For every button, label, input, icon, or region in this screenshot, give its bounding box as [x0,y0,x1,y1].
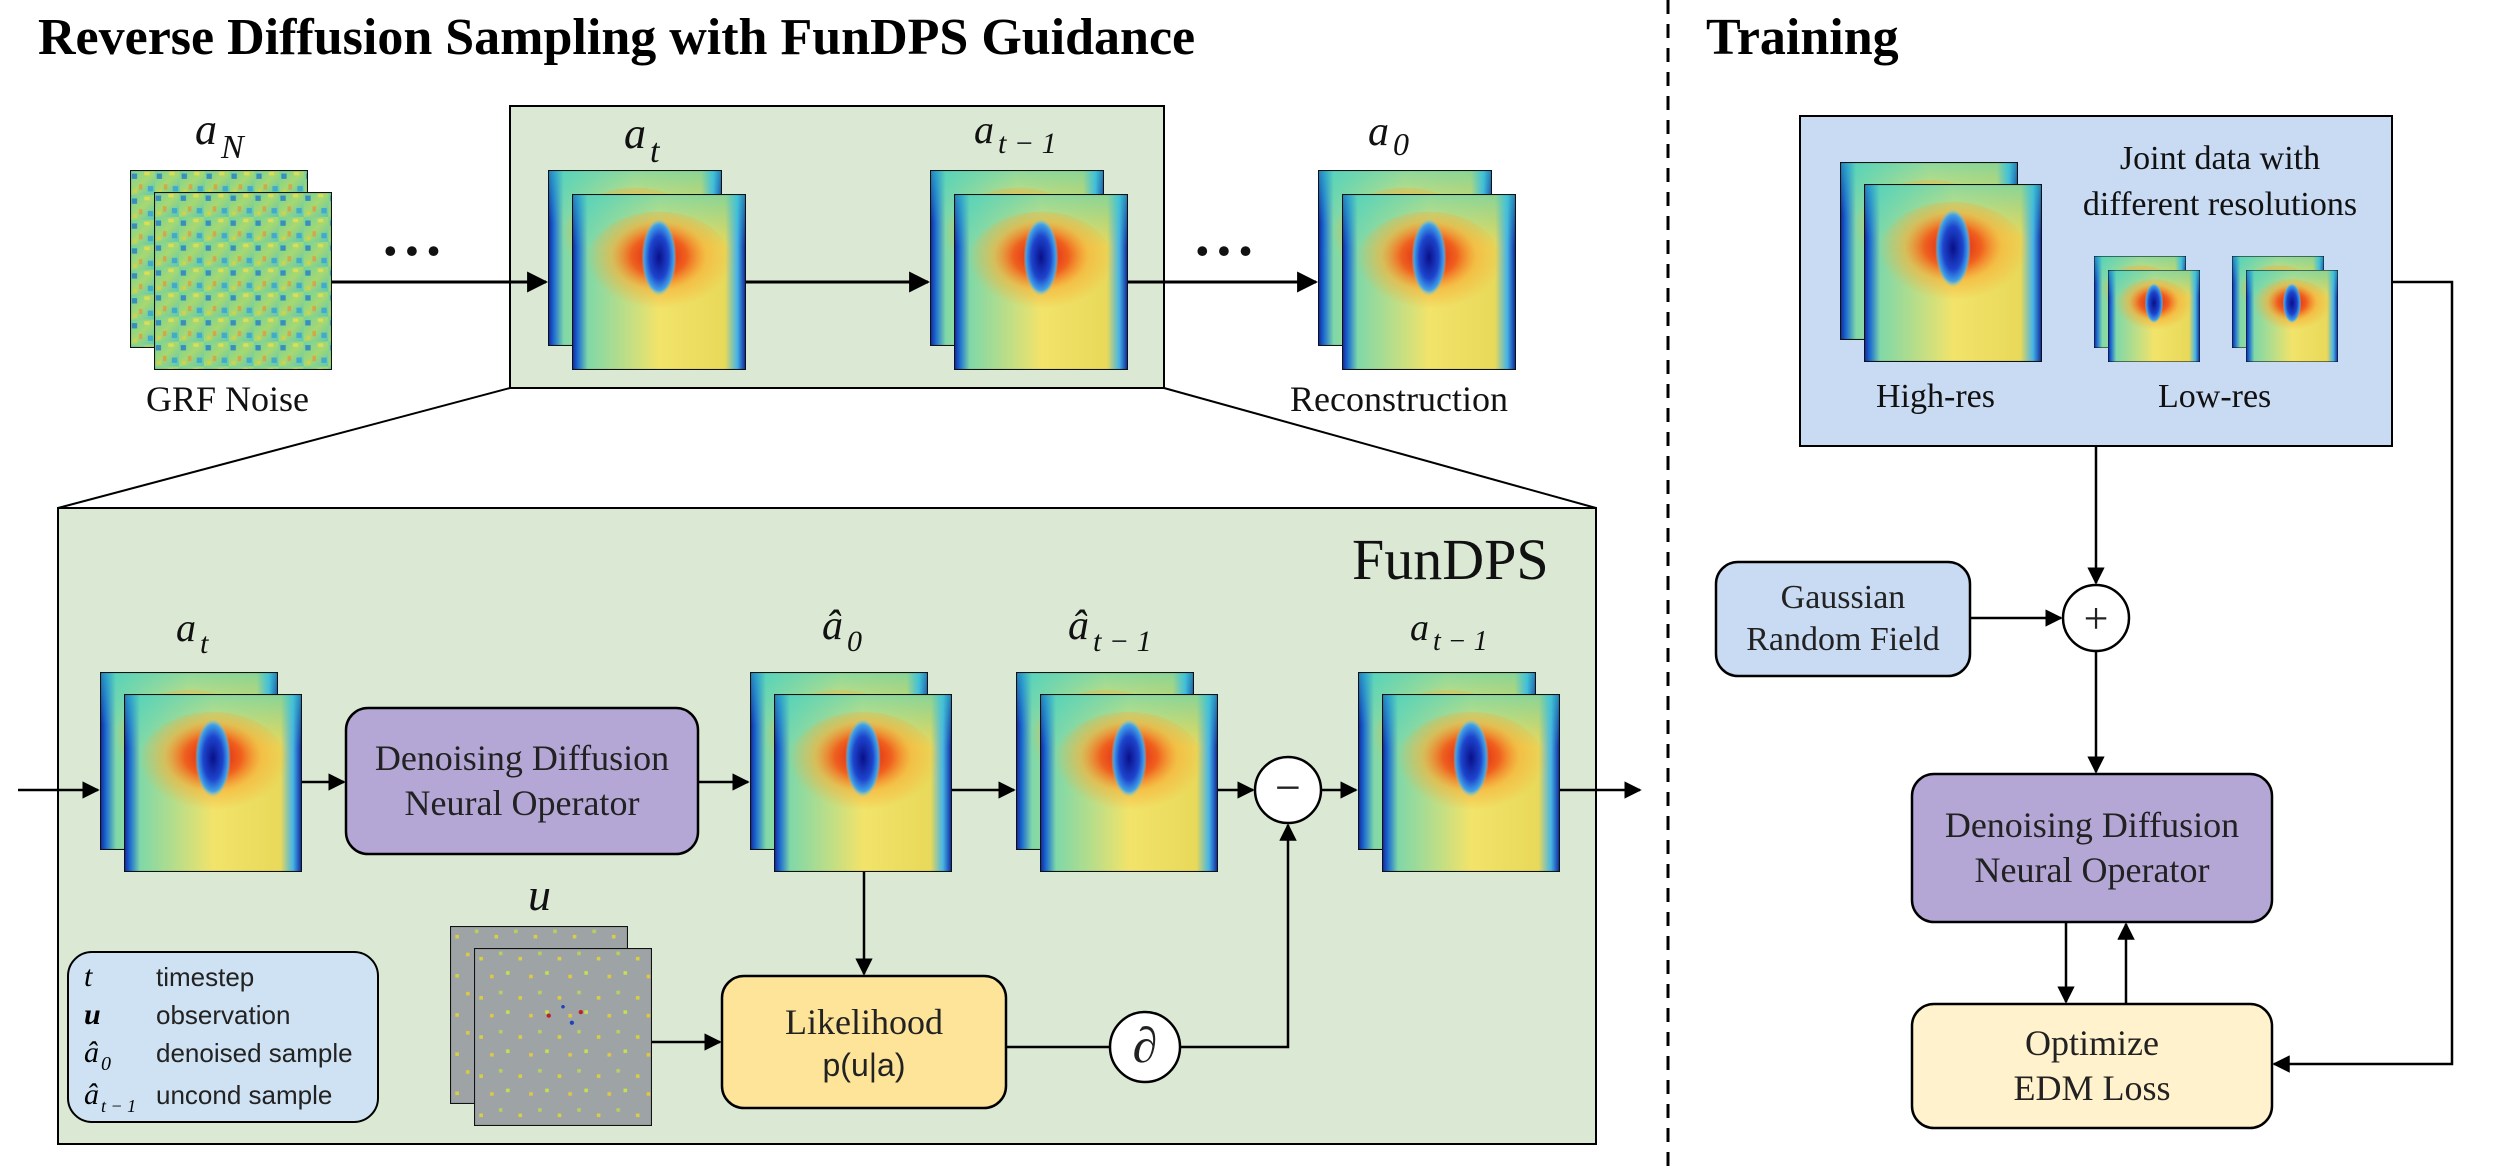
sampling-title: Reverse Diffusion Sampling with FunDPS G… [38,9,1196,66]
likelihood-box [720,974,1008,1110]
legend-row: u observation [84,998,291,1031]
plus-symbol: + [2083,593,2109,643]
training-title: Training [1706,9,1899,66]
field-image-low-res-2 [2232,256,2338,362]
fundps-title: FunDPS [1352,527,1549,592]
zoom-line-right [1163,387,1597,509]
ellipsis-left: • • • [384,231,440,271]
field-image-a0-top [1318,170,1516,370]
legend-row: t timestep [84,960,255,993]
optimize-box [1910,1002,2274,1130]
minus-symbol: − [1275,762,1301,814]
observation-image-u [450,926,652,1126]
field-image-at1-fundps [1358,672,1560,872]
label-low-res: Low-res [2158,378,2272,415]
arrow-partial-to-minus [1180,823,1297,1049]
field-image-at-top [548,170,746,370]
label-u: u [528,869,551,920]
noise-image-aN [130,170,332,370]
arrow-joint-to-optimize [2272,280,2454,1073]
partial-symbol: ∂ [1132,1016,1158,1073]
field-image-high-res [1840,162,2042,362]
label-reconstruction: Reconstruction [1290,379,1508,419]
label-grf-noise: GRF Noise [146,379,310,419]
training-denoiser-box [1910,772,2274,924]
field-image-low-res-1 [2094,256,2200,362]
field-image-at-fundps [100,672,302,872]
field-image-at1hat [1016,672,1218,872]
field-image-a0hat [750,672,952,872]
zoom-line-left [57,387,511,509]
legend-box [67,951,379,1123]
field-image-at1-top [930,170,1128,370]
label-high-res: High-res [1876,378,1995,415]
ellipsis-right: • • • [1196,231,1252,271]
